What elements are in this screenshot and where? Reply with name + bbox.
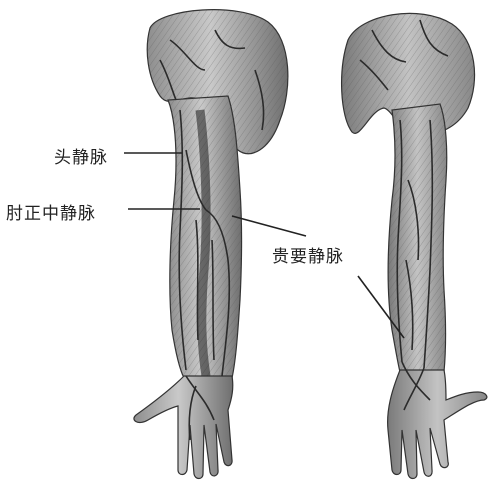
basilic-vein-leader-left <box>232 216 306 236</box>
basilic-vein-label: 贵要静脉 <box>272 242 344 267</box>
left-arm <box>134 10 288 479</box>
left-hand <box>134 376 233 479</box>
right-hand <box>388 370 487 479</box>
cephalic-vein-label: 头静脉 <box>54 143 108 168</box>
median-cubital-vein-label: 肘正中静脉 <box>6 199 96 224</box>
right-arm <box>342 13 487 478</box>
